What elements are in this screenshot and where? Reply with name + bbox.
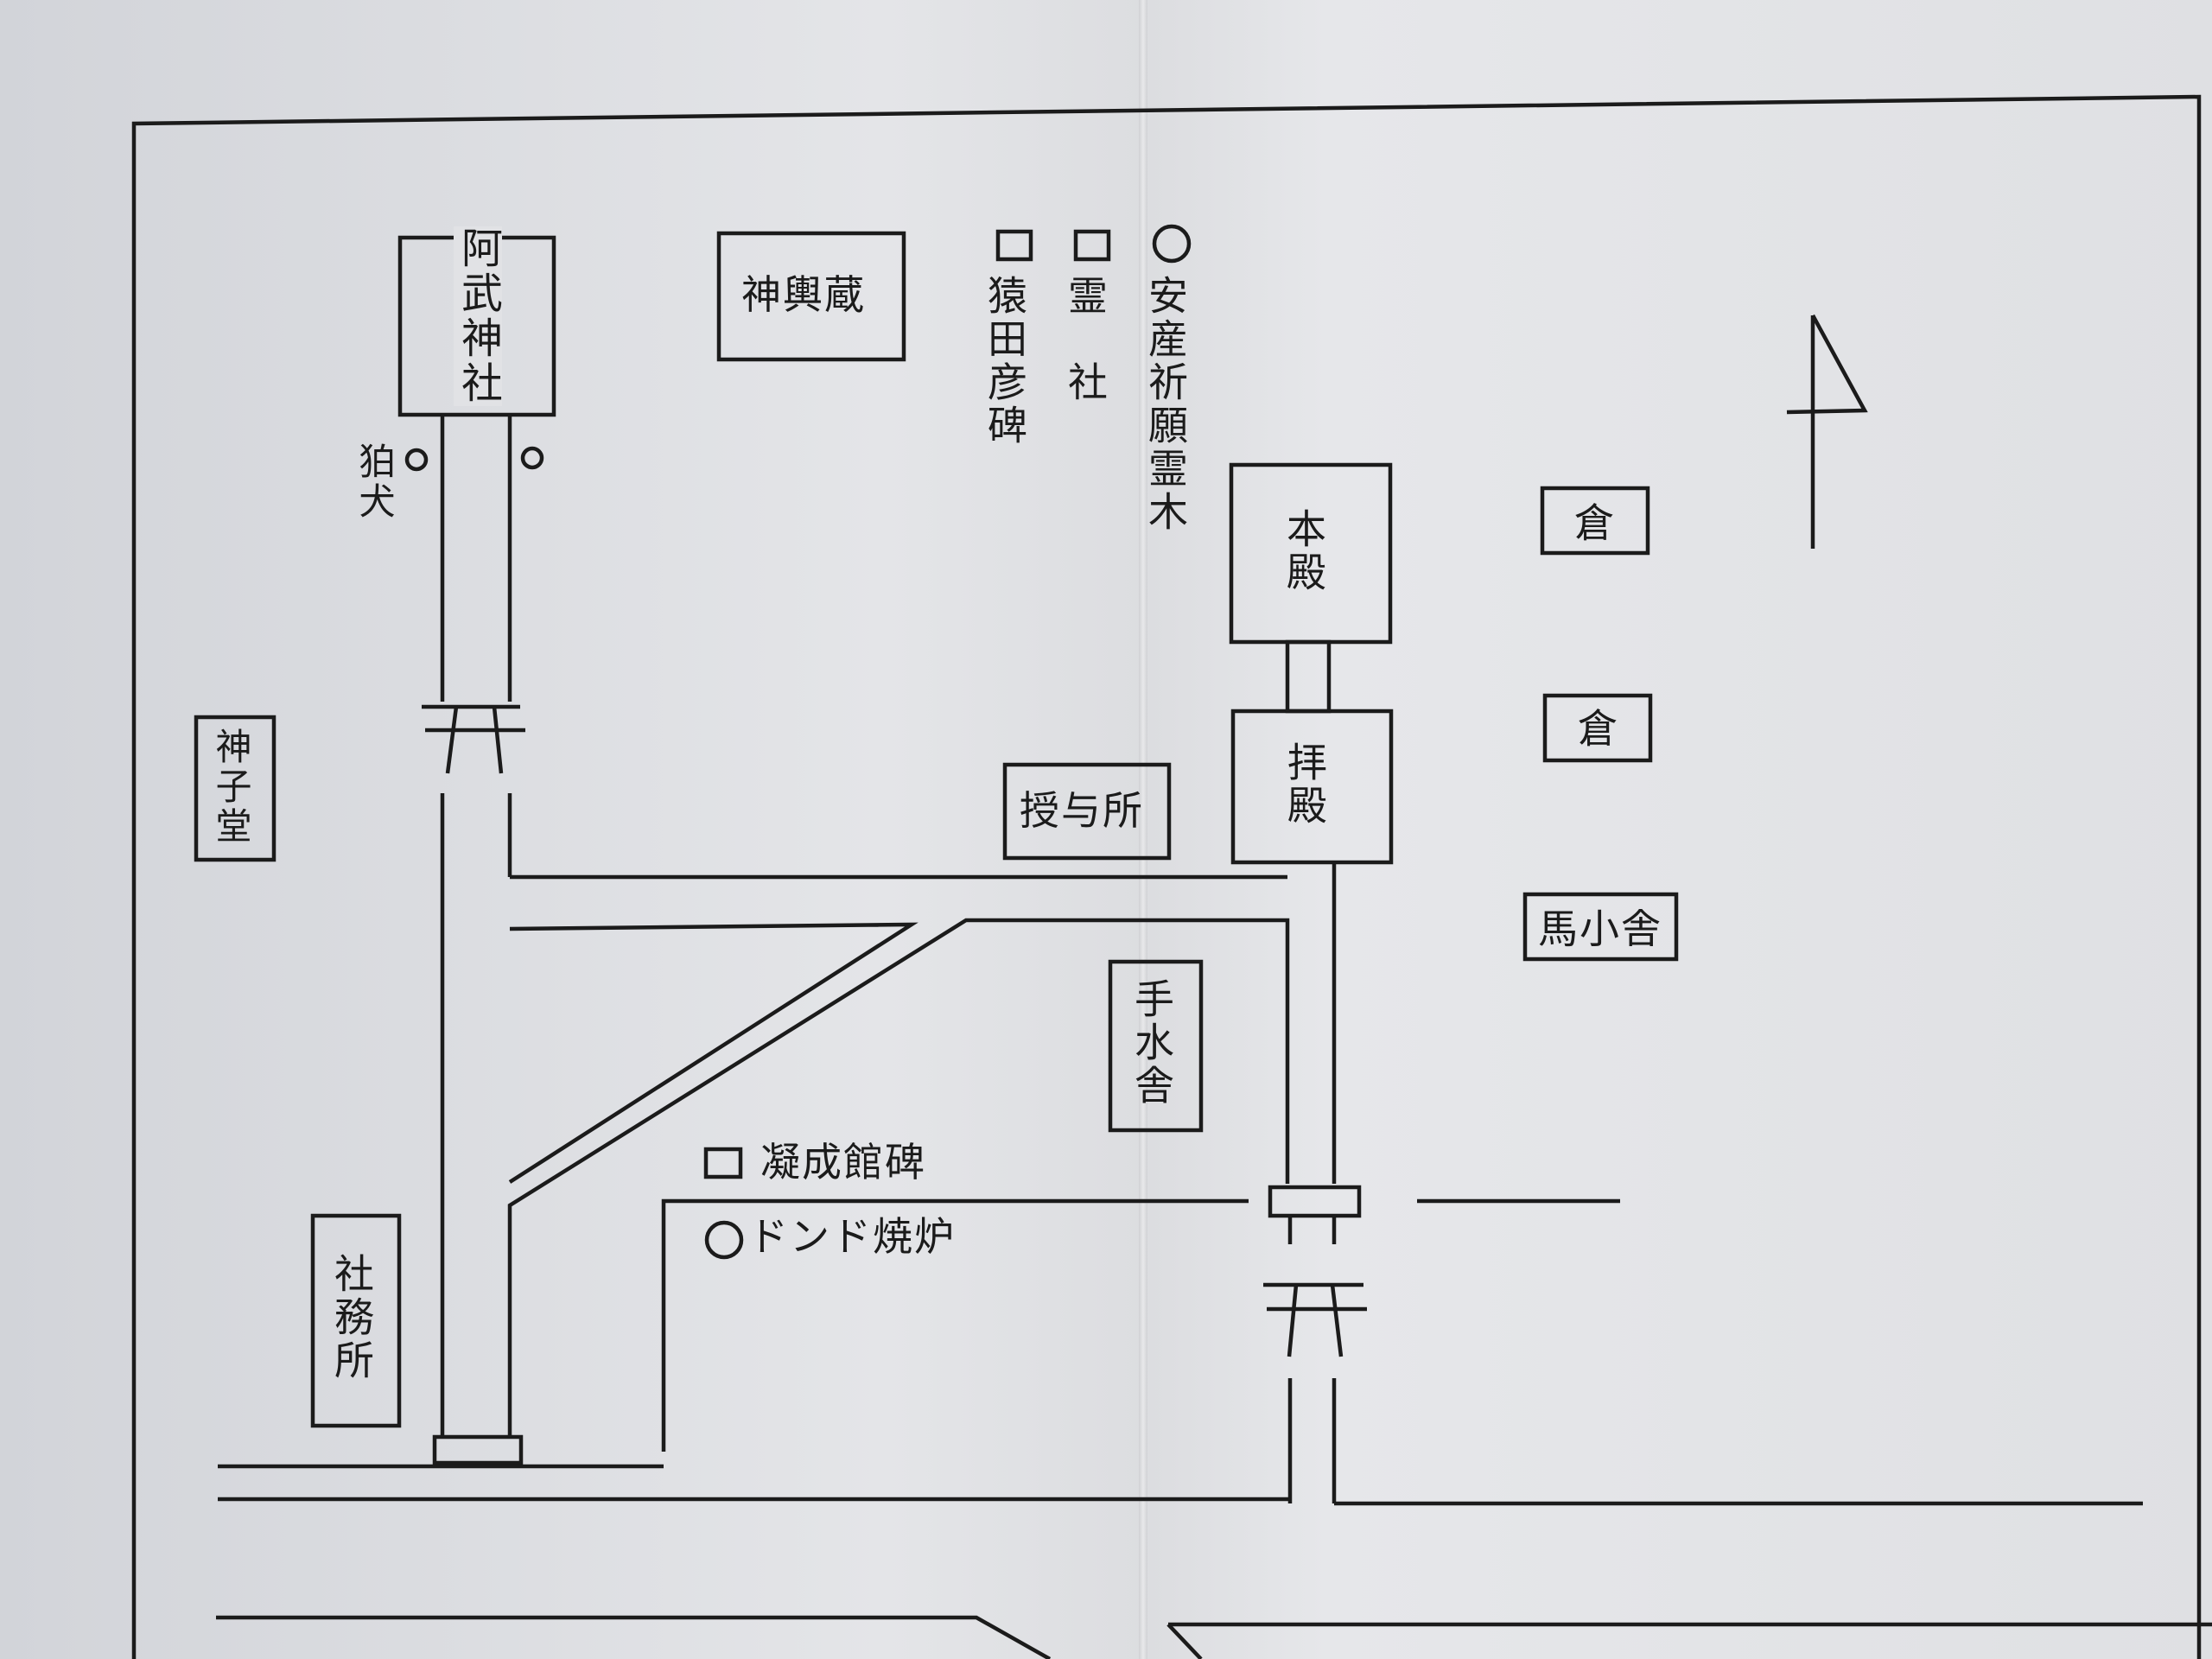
right-gate-base <box>1268 1185 1362 1218</box>
tree-symbol <box>1152 224 1192 264</box>
shrine-name-label: 阿武神社 <box>454 226 502 406</box>
mikoshigura-label: 神輿蔵 <box>741 271 866 318</box>
monument-symbol <box>1073 229 1111 262</box>
left-gate-base <box>432 1434 524 1465</box>
monument-symbol <box>995 229 1033 262</box>
gyoseikan-label: 凝成館碑 <box>760 1139 926 1185</box>
sarutahiko-label: 猿田彦碑 <box>982 275 1028 448</box>
mikoshigura-box <box>716 231 906 362</box>
dondo-label: ドンド焼炉 <box>748 1213 956 1260</box>
map-border <box>131 94 2202 1659</box>
komainu-marker-left <box>404 448 429 472</box>
honden-haiden-corridor <box>1285 639 1332 714</box>
kura-2-label: 倉 <box>1578 705 1619 752</box>
umagoya-label: 馬小舎 <box>1538 906 1662 952</box>
north-arrow-icon <box>1786 314 1868 549</box>
kagurado-label: 神子堂 <box>210 728 252 847</box>
komainu-label: 狛犬 <box>353 442 396 522</box>
kura-1-label: 倉 <box>1574 499 1616 546</box>
kura-2-box <box>1542 693 1653 763</box>
shamusho-label: 社務所 <box>328 1253 375 1382</box>
monument-symbol <box>703 1147 743 1179</box>
temizusha-label: 手水舎 <box>1128 978 1175 1108</box>
haiden-label: 拝殿 <box>1281 741 1328 828</box>
juyosho-label: 授与所 <box>1020 787 1144 834</box>
umagoya-box <box>1522 892 1679 962</box>
torii-gate-icon <box>1263 1282 1367 1357</box>
anzan-tree-label: 安産祈願霊木 <box>1142 275 1189 534</box>
kura-1-box <box>1540 486 1650 556</box>
tree-symbol <box>704 1220 744 1260</box>
reisha-label: 霊 社 <box>1062 275 1109 404</box>
juyosho-box <box>1002 762 1172 861</box>
paper-fold <box>1139 0 1147 1659</box>
temizusha-box <box>1108 959 1204 1133</box>
torii-gate-icon <box>422 704 525 774</box>
kagurado-box <box>194 715 276 862</box>
shamusho-box <box>310 1213 402 1428</box>
komainu-marker-right <box>520 446 544 470</box>
honden-label: 本殿 <box>1281 508 1327 594</box>
